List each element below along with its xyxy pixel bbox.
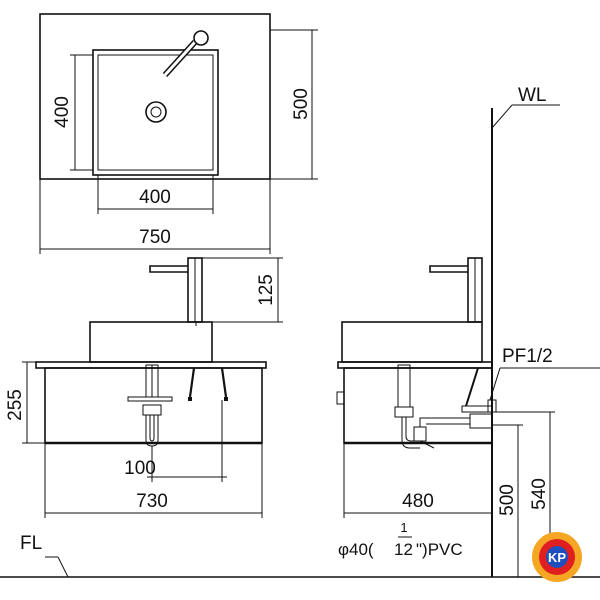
label-basin-depth: 400 <box>52 96 73 128</box>
logo-text: KP <box>548 550 566 565</box>
label-cabinet-width: 730 <box>136 491 168 512</box>
drain-outer <box>145 101 167 123</box>
faucet-front <box>149 257 203 326</box>
label-pipe-fraction-num: 1 <box>400 520 407 535</box>
label-pipe-prefix: φ40( <box>338 540 374 559</box>
label-faucet-height: 125 <box>256 274 277 306</box>
drain-inner <box>150 106 162 118</box>
dim-top-depth: 500 <box>270 29 318 180</box>
vessel-basin-side <box>341 321 483 363</box>
dim-basin-depth: 400 <box>52 54 93 171</box>
label-top-depth: 500 <box>291 88 312 120</box>
dim-cabinet-depth: 480 <box>343 443 492 518</box>
dim-cabinet-width: 730 <box>44 443 263 518</box>
drain-trap-front <box>127 364 173 447</box>
label-overall-width: 750 <box>139 227 171 248</box>
label-wall: WL <box>518 85 547 106</box>
basin-outline-inner <box>97 54 214 171</box>
wall-label-leader: WL <box>491 85 560 129</box>
faucet-top-view <box>162 30 209 78</box>
dim-faucet-height: 125 <box>202 257 283 323</box>
countertop-side <box>337 361 493 369</box>
label-drain-height: 500 <box>497 484 518 516</box>
logo-center <box>546 546 568 568</box>
top-view: 400 500 400 750 <box>39 13 318 254</box>
vessel-basin <box>89 321 213 363</box>
label-supply-height: 540 <box>529 478 550 510</box>
dim-cabinet-height: 255 <box>5 361 45 444</box>
supply-hoses <box>188 367 228 401</box>
basin-outline-outer <box>92 49 219 176</box>
countertop-outline <box>39 13 271 180</box>
label-pipe-suffix: ")PVC <box>416 540 463 559</box>
label-cabinet-depth: 480 <box>402 491 434 512</box>
floor-line: FL <box>0 533 600 578</box>
dim-overall-width: 750 <box>39 179 271 254</box>
label-drain-offset: 100 <box>124 458 156 479</box>
cabinet-handle <box>336 391 345 405</box>
drain-pipe-spec: φ40( 1 12 ")PVC <box>338 520 463 559</box>
dim-drain-offset: 100 <box>124 400 227 482</box>
supply-label-leader: PF1/2 <box>489 346 600 401</box>
faucet-side <box>429 257 483 323</box>
label-basin-width: 400 <box>139 187 171 208</box>
label-pipe-fraction-den: 12 <box>394 540 413 559</box>
dim-basin-width: 400 <box>97 175 214 214</box>
side-view: WL <box>336 85 600 577</box>
label-supply: PF1/2 <box>502 346 553 367</box>
brand-logo: KP <box>532 532 582 582</box>
front-view: 125 255 100 730 FL <box>0 257 600 578</box>
dim-drain-height: 500 <box>492 424 523 577</box>
label-cabinet-height: 255 <box>5 389 26 421</box>
label-floor: FL <box>20 533 42 554</box>
supply-valve <box>461 367 497 413</box>
drain-trap-side <box>394 364 493 449</box>
